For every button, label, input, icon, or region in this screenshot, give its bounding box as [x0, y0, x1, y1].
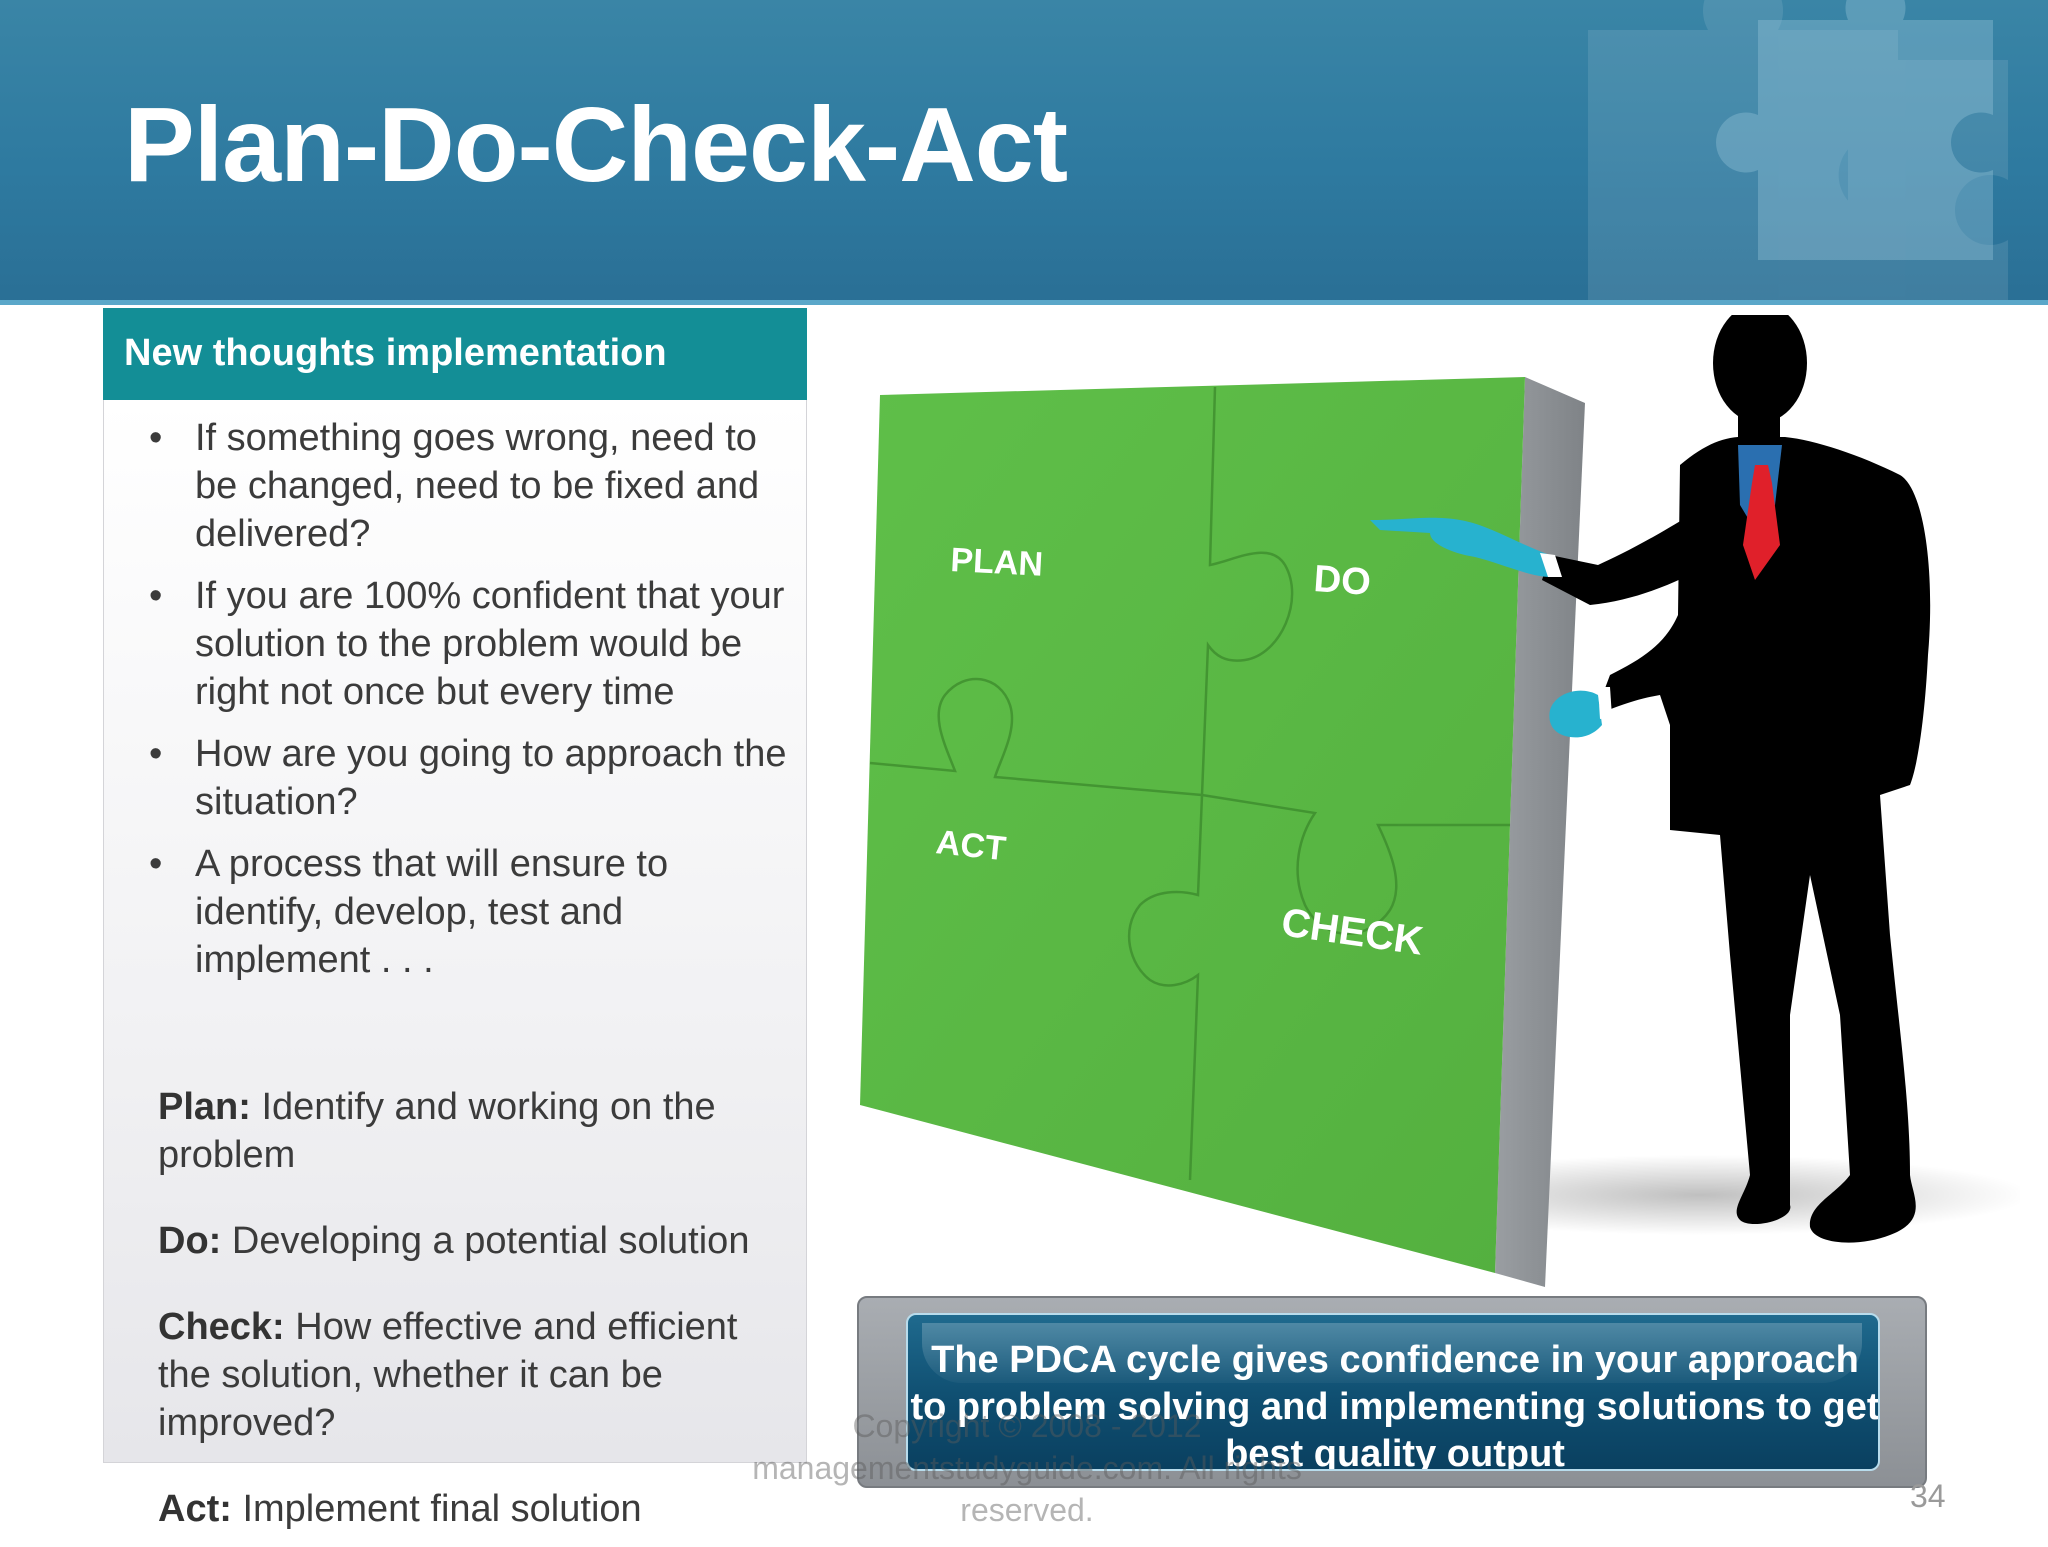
puzzle-label-act: ACT [934, 823, 1008, 868]
puzzle-face [860, 377, 1525, 1273]
definition-term: Do: [158, 1220, 222, 1262]
puzzle-label-plan: PLAN [950, 541, 1044, 584]
header-banner: Plan-Do-Check-Act [0, 0, 2048, 305]
definition-text: Developing a potential solution [221, 1220, 750, 1262]
puzzle-seam-vertical-top [1200, 386, 1294, 796]
page-number: 34 [1910, 1478, 1946, 1514]
bullet-dot: • [149, 575, 163, 617]
shirt-cuff-left [1598, 687, 1612, 719]
bullet-dot: • [149, 417, 163, 459]
definition-check: Check: How effective and efficient the s… [158, 1303, 798, 1447]
list-item: • A process that will ensure to identify,… [149, 840, 789, 984]
shirt-cuff [1540, 553, 1562, 577]
copyright-notice: Copyright © 2008 - 2012 managementstudyg… [752, 1408, 1302, 1528]
puzzle-label-do: DO [1312, 558, 1372, 604]
puzzle-watermark-icon [1588, 0, 2008, 305]
puzzle-side [1495, 377, 1585, 1287]
puzzle-block: PLAN DO ACT CHECK [860, 377, 1585, 1287]
bullet-dot: • [149, 733, 163, 775]
puzzle-seam-horizontal-right [1201, 793, 1510, 935]
definition-text: Identify and working on the problem [158, 1086, 716, 1176]
man-head [1713, 315, 1807, 423]
panel-heading: New thoughts implementation [124, 332, 667, 374]
businessman-silhouette [1370, 315, 1931, 1243]
definition-text: How effective and efficient the solution… [158, 1306, 738, 1444]
bullet-dot: • [149, 843, 163, 885]
list-item: • How are you going to approach the situa… [149, 730, 789, 826]
bullet-text: A process that will ensure to identify, … [195, 843, 669, 981]
panel-header: New thoughts implementation [103, 308, 807, 400]
puzzle-seam-horizontal-left [869, 677, 1203, 797]
slide-title: Plan-Do-Check-Act [124, 86, 1068, 204]
caption-box: The PDCA cycle gives confidence in your … [906, 1313, 1880, 1471]
definition-do: Do: Developing a potential solution [158, 1217, 798, 1265]
list-item: • If you are 100% confident that your sol… [149, 572, 789, 716]
puzzle-seam-vertical-bottom [1127, 794, 1204, 1181]
man-pointing-arm [1542, 515, 1710, 605]
definition-term: Plan: [158, 1086, 251, 1128]
pdca-illustration: PLAN DO ACT CHECK [860, 315, 2020, 1287]
bullet-text: How are you going to approach the situat… [195, 733, 787, 823]
pointing-hand-icon [1370, 517, 1550, 577]
definition-term: Act: [158, 1488, 232, 1530]
definition-text: Implement final solution [231, 1488, 642, 1530]
definition-plan: Plan: Identify and working on the proble… [158, 1083, 798, 1179]
resting-hand-icon [1549, 690, 1602, 738]
man-body [1595, 436, 1931, 1243]
caption-highlight [922, 1323, 1862, 1383]
panel-body: • If something goes wrong, need to be cha… [103, 400, 807, 1530]
bullet-list: • If something goes wrong, need to be cha… [149, 414, 789, 998]
bullet-text: If you are 100% confident that your solu… [195, 575, 785, 713]
definition-list: Plan: Identify and working on the proble… [158, 1045, 798, 1547]
definition-act: Act: Implement final solution [158, 1485, 798, 1533]
header-divider [0, 300, 2048, 305]
caption-text: The PDCA cycle gives confidence in your … [910, 1339, 1880, 1471]
list-item: • If something goes wrong, need to be cha… [149, 414, 789, 558]
definition-term: Check: [158, 1306, 285, 1348]
man-tie [1743, 465, 1780, 580]
bullet-text: If something goes wrong, need to be chan… [195, 417, 760, 555]
